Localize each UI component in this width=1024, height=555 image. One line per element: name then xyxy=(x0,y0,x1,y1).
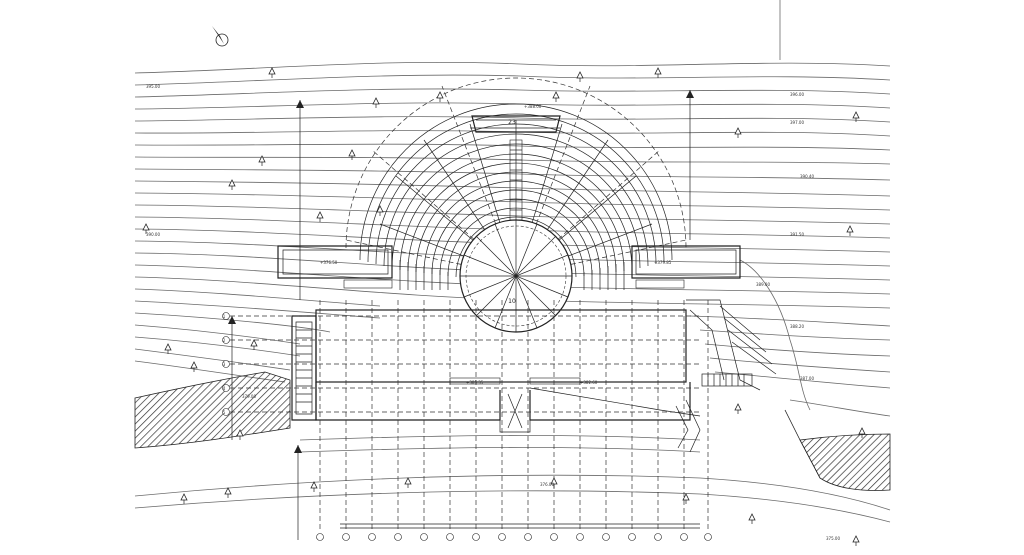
grid-row-label: 3 xyxy=(223,362,226,367)
tree-icon xyxy=(734,127,742,138)
tree-icon xyxy=(682,493,690,504)
grid-row-label: 1 xyxy=(223,314,226,319)
orchestra-circle xyxy=(459,219,573,333)
tree-icon xyxy=(164,343,172,354)
tree-icon xyxy=(550,477,558,488)
level-label: +388.00 xyxy=(524,104,542,109)
structural-grid xyxy=(230,90,709,540)
contour-label: 388.20 xyxy=(790,324,804,329)
tree-icon xyxy=(180,493,188,504)
contour-label: 387.00 xyxy=(800,376,814,381)
tree-icon xyxy=(852,535,860,546)
contour-label: 395.00 xyxy=(146,84,160,89)
tree-icon xyxy=(224,487,232,498)
tree-icon xyxy=(552,91,560,102)
stage-label: 23 xyxy=(508,119,516,126)
orchestra-center-label: 10 xyxy=(508,298,516,305)
drawing-labels: 10 23 395.00 396.00 397.00 391.50 390.00… xyxy=(146,84,840,541)
tree-icon xyxy=(748,513,756,524)
level-label: +382.60 xyxy=(580,380,598,385)
tree-icon xyxy=(268,67,276,78)
tree-icon xyxy=(348,149,356,160)
tree-icon xyxy=(310,481,318,492)
contour-label: 390.40 xyxy=(800,174,814,179)
tree-icon xyxy=(846,225,854,236)
level-label: +376.50 xyxy=(320,260,338,265)
tree-icon xyxy=(734,403,742,414)
hatched-slopes xyxy=(134,371,891,491)
tree-icon xyxy=(236,429,244,440)
tree-icon xyxy=(142,223,150,234)
grid-row-label: 4 xyxy=(223,386,226,391)
tree-icon xyxy=(258,155,266,166)
grid-row-label: 5 xyxy=(223,410,226,415)
tree-icon xyxy=(376,205,384,216)
tree-icon xyxy=(372,97,380,108)
grid-bubbles xyxy=(222,312,712,541)
tree-icon xyxy=(654,67,662,78)
contour-label: 390.00 xyxy=(146,232,160,237)
section-arrows xyxy=(228,90,694,453)
contour-label: 391.50 xyxy=(790,232,804,237)
north-arrow-icon xyxy=(212,26,229,47)
tree-icon xyxy=(436,91,444,102)
tree-icon xyxy=(858,427,866,438)
tree-icon xyxy=(316,211,324,222)
contour-label: 397.00 xyxy=(790,120,804,125)
level-label: +379.85 xyxy=(654,260,672,265)
tree-icon xyxy=(852,111,860,122)
tree-icon xyxy=(190,361,198,372)
tree-icon xyxy=(404,477,412,488)
contour-label: 389.00 xyxy=(756,282,770,287)
tree-symbols xyxy=(142,67,866,546)
tree-icon xyxy=(250,339,258,350)
contour-label: 379.00 xyxy=(242,394,256,399)
contour-label: 376.00 xyxy=(540,482,554,487)
grid-row-label: 2 xyxy=(223,338,226,343)
level-label: +385.35 xyxy=(466,380,484,385)
tree-icon xyxy=(228,179,236,190)
side-wings xyxy=(277,245,741,290)
contour-label: 396.00 xyxy=(790,92,804,97)
contour-label: 375.00 xyxy=(826,536,840,541)
tree-icon xyxy=(576,71,584,82)
